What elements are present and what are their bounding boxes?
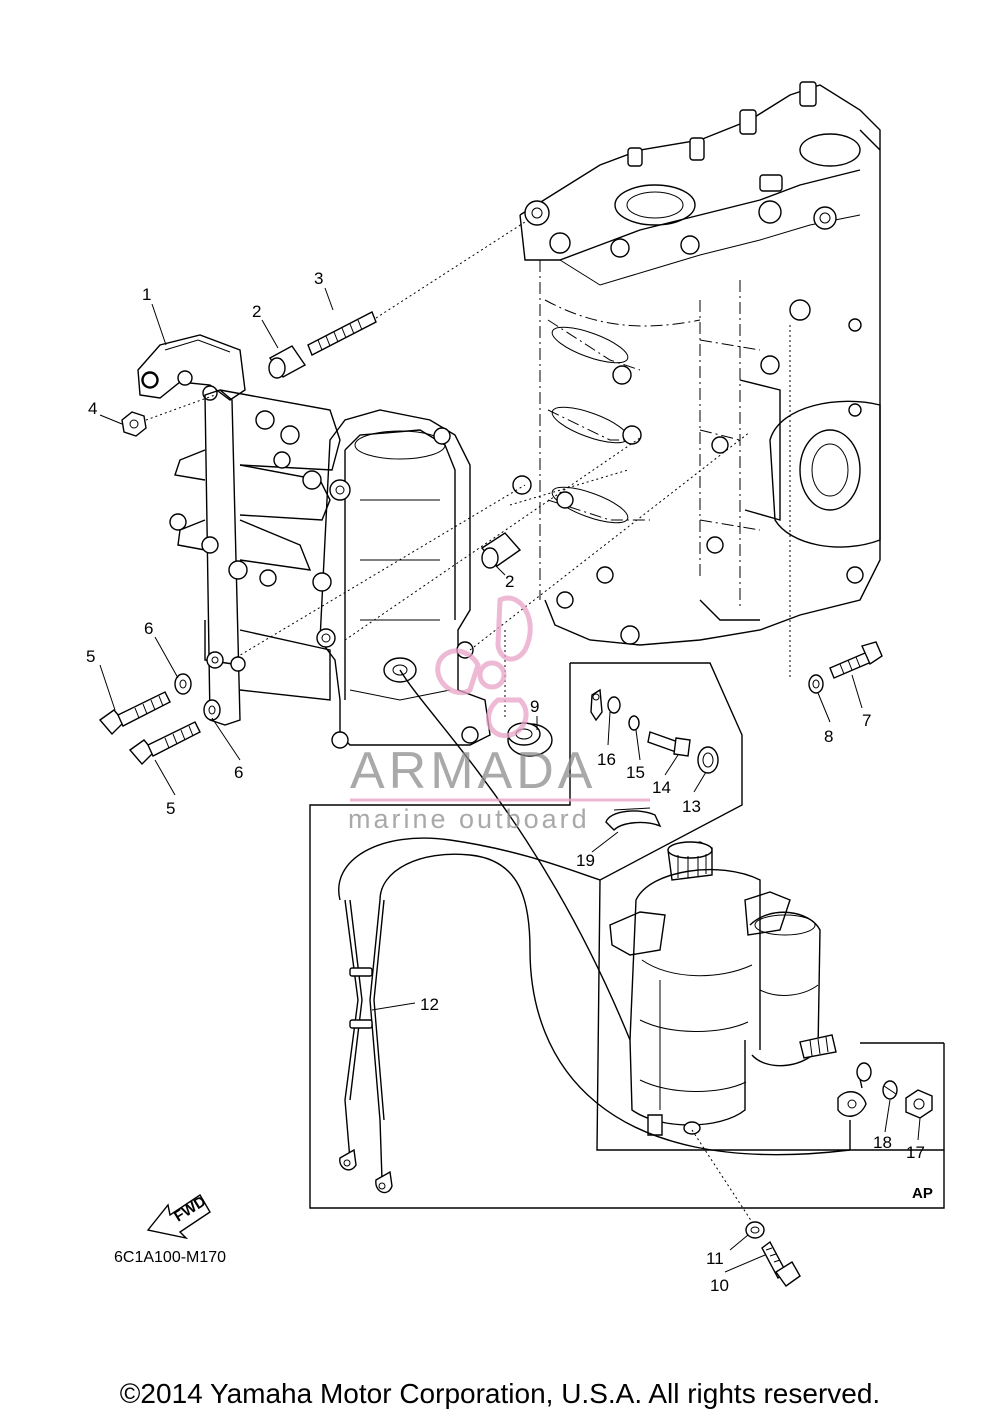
washer-11	[745, 1221, 765, 1239]
clamp-19	[605, 807, 662, 831]
bolt-7	[829, 641, 883, 679]
callout-12: 12	[420, 995, 439, 1014]
callout-7: 7	[862, 711, 871, 730]
callout-10: 10	[710, 1276, 729, 1295]
group-outline-upper	[570, 662, 945, 1151]
watermark: ARMADA marine outboard	[348, 595, 650, 834]
terminal-16	[590, 688, 603, 722]
callout-1: 1	[142, 285, 151, 304]
grommet-13	[697, 746, 719, 774]
washer-6-upper	[174, 673, 192, 695]
watermark-propeller-logo	[435, 595, 533, 739]
callouts: 1 2 2 3 4 5 5 6 6 7 8 9 10 11 12 13 14 1…	[86, 269, 925, 1295]
callout-3: 3	[314, 269, 323, 288]
callout-4: 4	[88, 399, 97, 418]
ap-label: AP	[912, 1185, 933, 1202]
callout-6-lower: 6	[234, 763, 243, 782]
callout-6-upper: 6	[144, 619, 153, 638]
terminal-lead-ap	[837, 1062, 872, 1150]
washer-6-lower	[203, 699, 221, 721]
callout-19: 19	[576, 851, 595, 870]
nut-4	[121, 394, 216, 437]
nut-17	[905, 1089, 933, 1119]
diagram-code: 6C1A100-M170	[114, 1249, 226, 1266]
callout-16: 16	[597, 750, 616, 769]
collar-2-lower	[480, 532, 522, 569]
watermark-brand: ARMADA	[350, 742, 596, 800]
callout-17: 17	[906, 1143, 925, 1162]
bolt-10	[761, 1240, 801, 1287]
callout-18: 18	[873, 1133, 892, 1152]
bolt-5-upper	[98, 691, 171, 736]
fwd-label: FWD	[171, 1193, 209, 1226]
callout-9: 9	[530, 697, 539, 716]
callout-2-lower: 2	[505, 572, 514, 591]
starter-motor	[399, 669, 837, 1136]
stud-bolt-3	[307, 221, 526, 356]
exhaust-cover-frame	[142, 372, 491, 749]
starter-cable-12	[338, 837, 851, 1194]
group-outline-lower	[309, 663, 945, 1209]
callout-5-upper: 5	[86, 647, 95, 666]
callout-8: 8	[824, 727, 833, 746]
engine-block	[512, 81, 881, 646]
fwd-arrow-icon: FWD	[146, 1193, 211, 1240]
washer-15	[607, 696, 640, 731]
callout-15: 15	[626, 763, 645, 782]
copyright-notice: ©2014 Yamaha Motor Corporation, U.S.A. A…	[119, 1378, 881, 1409]
bolt-14	[647, 731, 691, 757]
engine-bracket-1	[137, 334, 246, 401]
lock-washer-18	[882, 1080, 898, 1100]
bolt-5-lower	[128, 721, 201, 766]
callout-14: 14	[652, 778, 671, 797]
callout-11: 11	[706, 1249, 724, 1268]
collar-2-upper	[268, 345, 307, 379]
washer-8	[808, 674, 824, 694]
callout-13: 13	[682, 797, 701, 816]
callout-leaders	[99, 287, 921, 1273]
callout-2-upper: 2	[252, 302, 261, 321]
watermark-tagline: marine outboard	[348, 804, 590, 834]
callout-5-lower: 5	[166, 799, 175, 818]
